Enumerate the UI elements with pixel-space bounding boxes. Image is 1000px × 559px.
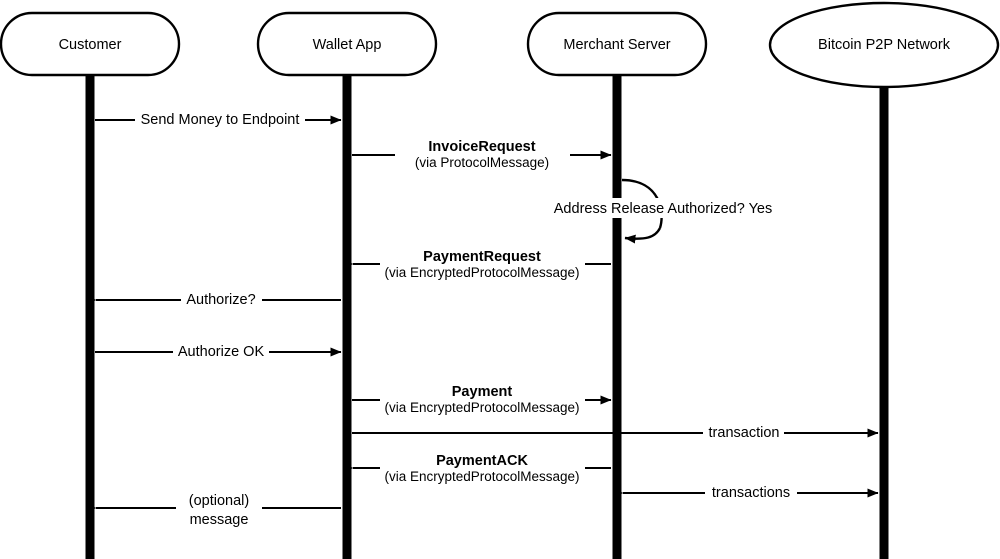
message-invoice-request[interactable]: InvoiceRequest (via ProtocolMessage)	[352, 138, 612, 172]
message-optional-message[interactable]: (optional) message	[85, 491, 341, 528]
message-2-label: InvoiceRequest	[428, 139, 535, 155]
message-1-label: Send Money to Endpoint	[141, 112, 300, 128]
message-8-label: transaction	[709, 425, 780, 441]
message-9-label-backdrop	[380, 451, 585, 485]
message-transactions[interactable]: transactions	[612, 483, 879, 502]
message-2-label-backdrop	[395, 138, 570, 172]
message-authorize-ok[interactable]: Authorize OK	[95, 342, 342, 361]
message-10-label: transactions	[712, 485, 790, 501]
message-send-money-to-endpoint[interactable]: Send Money to Endpoint	[95, 110, 342, 129]
lifeline-head-bitcoin[interactable]: Bitcoin P2P Network	[768, 1, 1000, 89]
message-payment[interactable]: Payment (via EncryptedProtocolMessage)	[352, 383, 612, 417]
message-3-label: Address Release Authorized? Yes	[554, 201, 772, 217]
message-authorize-question[interactable]: Authorize?	[85, 290, 341, 309]
message-11-label: (optional)	[189, 493, 249, 509]
message-1-label-backdrop	[135, 110, 305, 129]
message-10-label-backdrop	[705, 483, 797, 502]
lifeline-head-customer[interactable]: Customer	[0, 11, 181, 77]
message-7-sublabel: (via EncryptedProtocolMessage)	[384, 400, 579, 415]
message-9-sublabel: (via EncryptedProtocolMessage)	[384, 469, 579, 484]
message-payment-request[interactable]: PaymentRequest (via EncryptedProtocolMes…	[342, 247, 611, 281]
message-transaction[interactable]: transaction	[352, 423, 879, 442]
message-3-arc-in	[624, 227, 662, 244]
message-4-label: PaymentRequest	[423, 249, 541, 265]
message-7-label-backdrop	[380, 383, 585, 417]
message-11-label-backdrop	[176, 491, 262, 525]
message-8-label-backdrop	[703, 423, 784, 442]
message-7-label: Payment	[452, 384, 513, 400]
lifeline-head-merchant[interactable]: Merchant Server	[526, 11, 708, 77]
message-address-release-authorized[interactable]: Address Release Authorized? Yes	[550, 178, 776, 244]
message-4-label-backdrop	[380, 247, 585, 281]
message-5-label: Authorize?	[186, 292, 255, 308]
message-6-label-backdrop	[173, 342, 269, 361]
lifeline-bar-customer	[85, 75, 95, 559]
message-2-sublabel: (via ProtocolMessage)	[415, 155, 549, 170]
lifeline-bar-bitcoin	[879, 87, 889, 559]
bitcoin-head-label: Bitcoin P2P Network	[818, 37, 951, 53]
customer-head-label: Customer	[59, 37, 122, 53]
message-payment-ack[interactable]: PaymentACK (via EncryptedProtocolMessage…	[342, 451, 611, 485]
wallet-head-label: Wallet App	[313, 37, 382, 53]
lifeline-bar-merchant	[612, 75, 622, 559]
message-4-sublabel: (via EncryptedProtocolMessage)	[384, 265, 579, 280]
message-6-label: Authorize OK	[178, 344, 265, 360]
lifeline-bar-wallet	[342, 75, 352, 559]
message-3-label-backdrop	[550, 198, 776, 218]
message-11-sublabel: message	[190, 512, 249, 528]
message-9-label: PaymentACK	[436, 453, 528, 469]
lifeline-head-wallet[interactable]: Wallet App	[256, 11, 438, 77]
message-5-label-backdrop	[181, 290, 262, 309]
merchant-head-label: Merchant Server	[563, 37, 670, 53]
